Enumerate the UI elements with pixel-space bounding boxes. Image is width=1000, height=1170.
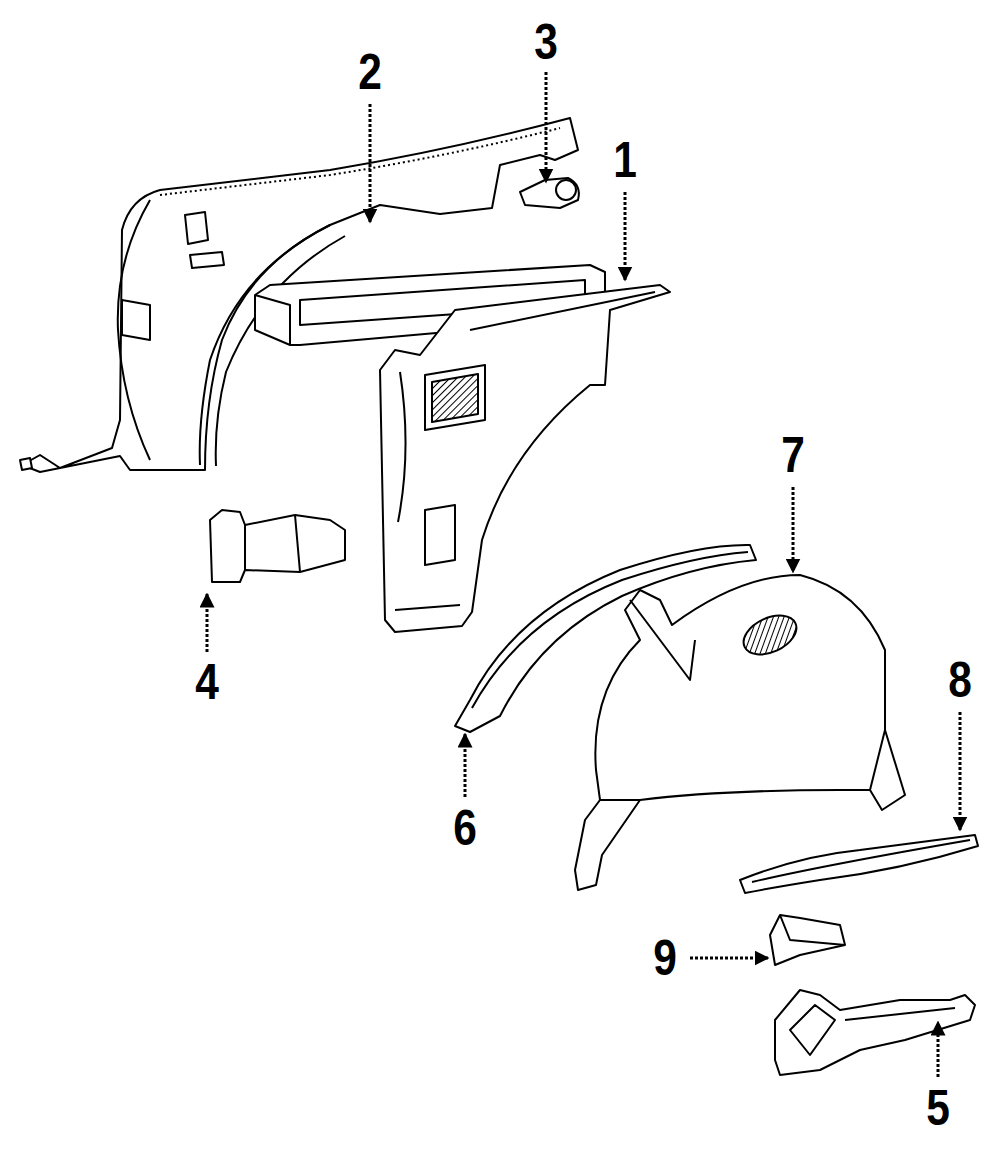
- callout-number: 1: [613, 135, 637, 185]
- bracket-part: [775, 990, 975, 1075]
- leader-line: [206, 594, 209, 652]
- leader-line: [545, 72, 548, 182]
- wheelhouse-liner: [600, 730, 885, 800]
- leader-line: [624, 192, 627, 280]
- fender-apron: [122, 300, 150, 340]
- bracket-part: [245, 515, 300, 572]
- bracket-part: [790, 1005, 955, 1055]
- callout-number: 5: [926, 1083, 950, 1133]
- leader-line: [369, 104, 372, 222]
- strip-part: [740, 835, 978, 893]
- leader-line: [207, 72, 960, 1077]
- fender-apron: [20, 458, 32, 470]
- callout-number: 9: [653, 933, 677, 983]
- clip-part: [520, 178, 579, 208]
- wheelhouse-liner: [575, 575, 905, 890]
- fender-apron: [190, 252, 224, 268]
- fender-apron: [160, 128, 560, 195]
- leader-line: [959, 712, 962, 830]
- fender-apron: [118, 200, 150, 460]
- fender-apron: [185, 212, 208, 244]
- panel-part: [398, 372, 406, 522]
- clip-part: [770, 915, 845, 965]
- callout-number: 3: [534, 17, 558, 67]
- leader-line: [690, 957, 768, 960]
- clip-part: [780, 915, 845, 945]
- callout-number: 4: [195, 657, 219, 707]
- bracket-part: [210, 510, 345, 582]
- bracket-part: [210, 510, 345, 582]
- callout-number: 8: [948, 655, 972, 705]
- fender-apron: [216, 236, 345, 466]
- part-outline: [20, 118, 978, 1075]
- strip-part: [740, 835, 978, 893]
- strip-part: [752, 840, 970, 882]
- bracket-part: [775, 990, 975, 1075]
- panel-part: [432, 374, 478, 422]
- callout-number: 7: [781, 430, 805, 480]
- panel-part: [425, 365, 485, 430]
- callout-number: 2: [358, 47, 382, 97]
- wheelhouse-liner: [737, 608, 802, 662]
- callout-number: 6: [453, 803, 477, 853]
- panel-part: [395, 605, 460, 610]
- clip-part: [556, 180, 576, 200]
- leader-line: [937, 1022, 940, 1077]
- leader-line: [464, 734, 467, 797]
- clip-part: [770, 915, 845, 965]
- duct-part: [255, 295, 290, 345]
- wheelhouse-liner: [575, 575, 905, 890]
- clip-part: [520, 178, 579, 208]
- wheelhouse-liner: [630, 600, 695, 680]
- panel-part: [425, 505, 455, 565]
- panel-part: [470, 292, 655, 330]
- leader-line: [792, 487, 795, 572]
